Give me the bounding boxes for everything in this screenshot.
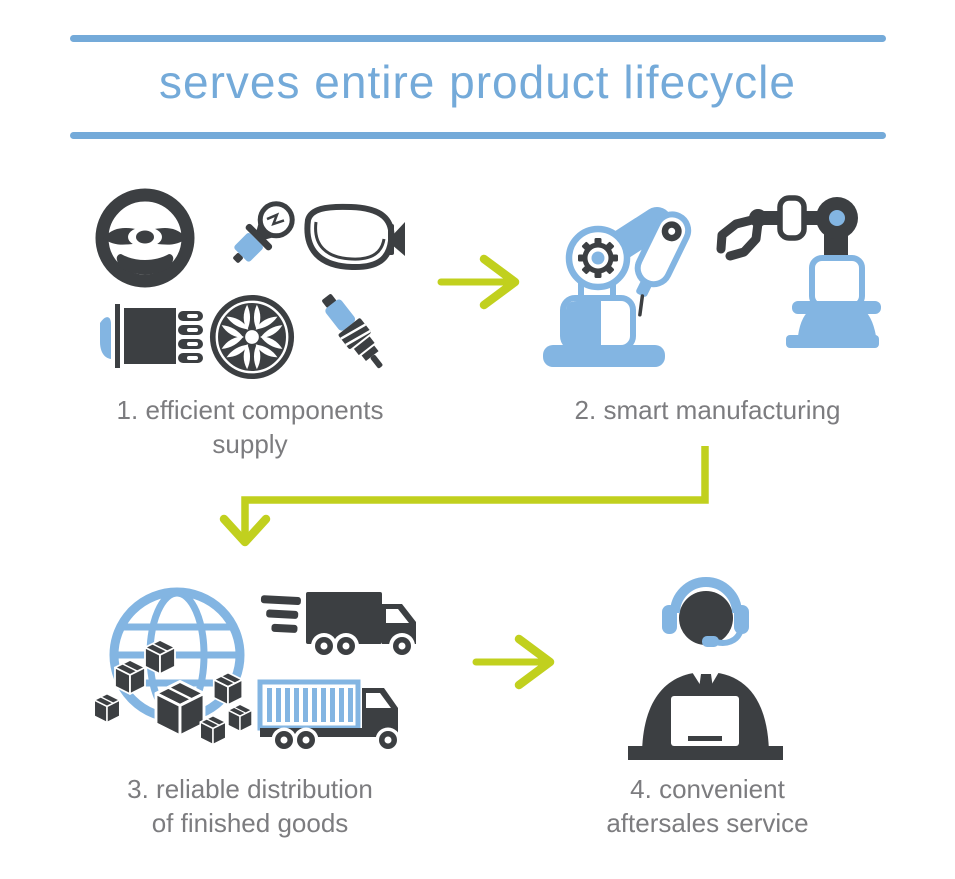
page-title: serves entire product lifecycle	[159, 56, 796, 108]
globe-logistics-icon	[93, 587, 253, 746]
stage-3-label-line-2: of finished goods	[151, 808, 349, 838]
header-rule-top	[70, 35, 886, 42]
express-truck-icon	[260, 592, 416, 659]
stage-3-label: 3. reliable distribution of finished goo…	[80, 772, 420, 840]
stage-1-label-line-2: supply	[212, 429, 288, 459]
header-rule-bottom	[70, 132, 886, 139]
car-bulb-icon	[233, 201, 295, 263]
arrow-right-icon	[437, 254, 520, 310]
container-truck-icon	[257, 679, 401, 753]
stage-1-label-line-1: 1. efficient components	[116, 395, 384, 425]
arrow-right-icon	[472, 634, 555, 690]
stage-2-label-line-1: 2. smart manufacturing	[574, 395, 841, 425]
spark-plug-icon	[322, 294, 383, 369]
stage-1-label: 1. efficient components supply	[80, 393, 420, 461]
wheel-rim-icon	[209, 294, 295, 380]
robot-arm-icon	[543, 207, 692, 367]
ecu-module-icon	[100, 304, 203, 368]
side-mirror-icon	[304, 203, 405, 271]
support-agent-icon	[628, 577, 783, 760]
stage-4-label-line-2: aftersales service	[606, 808, 809, 838]
stage-3-label-line-1: 3. reliable distribution	[127, 774, 373, 804]
arrow-down-left-icon	[219, 446, 709, 547]
robot-gripper-icon	[716, 195, 881, 348]
stage-2-label: 2. smart manufacturing	[535, 393, 880, 427]
steering-wheel-icon	[95, 188, 195, 288]
stage-4-label-line-1: 4. convenient	[630, 774, 785, 804]
stage-4-label: 4. convenient aftersales service	[535, 772, 880, 840]
